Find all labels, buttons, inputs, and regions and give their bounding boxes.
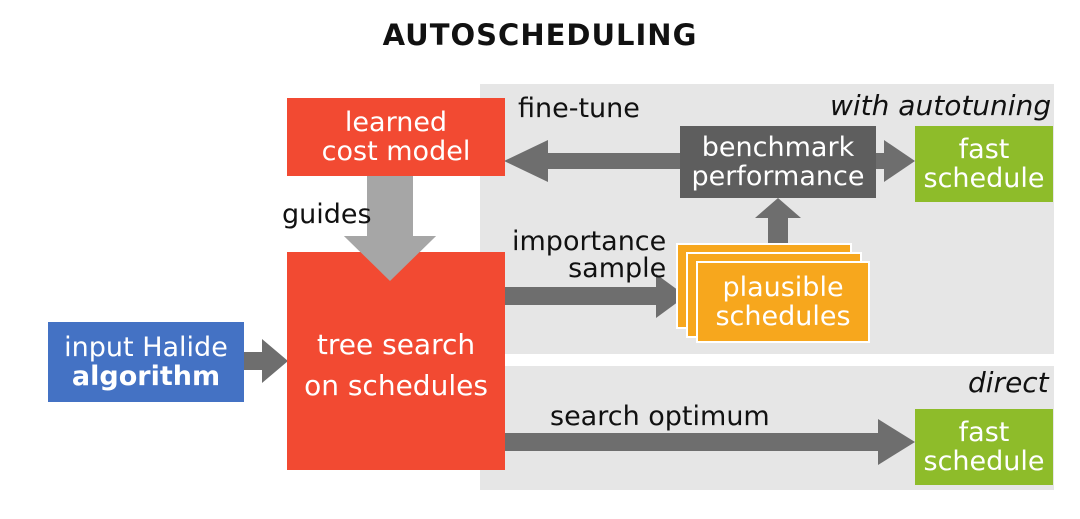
importance-label-line2: sample xyxy=(568,253,667,284)
benchmark-to-fast-arrow xyxy=(876,140,915,182)
input-halide-algorithm-box: input Halide algorithm xyxy=(48,322,244,402)
importance-sample-label: importance sample xyxy=(512,228,666,282)
guides-label: guides xyxy=(282,199,372,230)
plausible-line2: schedules xyxy=(715,301,851,332)
search-optimum-arrow xyxy=(505,419,915,465)
autotuning-panel-label: with autotuning xyxy=(830,89,1052,122)
fine-tune-arrow xyxy=(504,140,680,182)
fast-schedule-direct-box: fast schedule xyxy=(915,409,1053,485)
direct-panel-label: direct xyxy=(968,366,1049,399)
fast-schedule-top-line2: schedule xyxy=(923,163,1045,194)
plausible-schedules-box: plausible schedules xyxy=(696,261,870,343)
benchmark-line2: performance xyxy=(691,161,865,192)
fast-schedule-top-line1: fast xyxy=(958,133,1010,165)
input-line2: algorithm xyxy=(71,361,221,392)
plausible-line1: plausible xyxy=(722,271,844,303)
cost-model-line2: cost model xyxy=(321,136,471,167)
tree-search-box: tree search on schedules xyxy=(287,252,505,470)
input-line1: input Halide xyxy=(64,331,228,363)
fast-schedule-autotuning-box: fast schedule xyxy=(915,126,1053,202)
importance-sample-arrow xyxy=(505,274,686,318)
cost-model-line1: learned xyxy=(344,106,448,138)
fine-tune-label: fine-tune xyxy=(518,93,640,124)
input-to-tree-arrow xyxy=(244,339,288,383)
diagram-title: AUTOSCHEDULING xyxy=(382,18,698,52)
importance-label-line1: importance xyxy=(512,226,667,257)
benchmark-line1: benchmark xyxy=(701,131,855,163)
tree-search-line1: tree search xyxy=(316,328,476,362)
guides-arrow-tip xyxy=(344,176,436,281)
benchmark-performance-box: benchmark performance xyxy=(680,126,876,198)
fast-schedule-bottom-line2: schedule xyxy=(923,446,1045,477)
search-optimum-label: search optimum xyxy=(550,401,770,432)
learned-cost-model-box: learned cost model xyxy=(287,98,505,176)
plausible-to-benchmark-arrow xyxy=(755,198,801,243)
tree-search-line2: on schedules xyxy=(304,369,488,402)
fast-schedule-bottom-line1: fast xyxy=(958,416,1010,448)
